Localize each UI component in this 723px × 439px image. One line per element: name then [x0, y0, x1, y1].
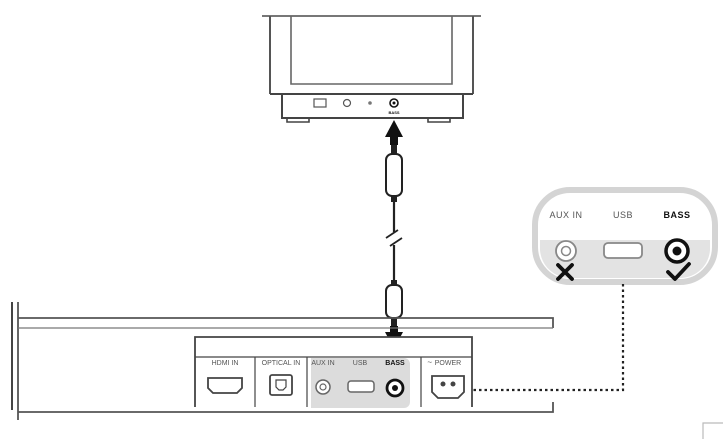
callout-label-bass: BASS [663, 210, 690, 220]
subwoofer: BASS [262, 15, 481, 123]
sub-port-1 [313, 98, 327, 108]
port-label-hdmi: HDMI IN [212, 360, 239, 367]
port-label-bass: BASS [385, 360, 405, 367]
cable-break-icon [385, 229, 403, 247]
callout-label-aux: AUX IN [549, 210, 582, 220]
frame-corner [702, 422, 723, 439]
soundbar: HDMI IN OPTICAL IN AUX IN USB BASS ~ POW… [11, 302, 554, 420]
hdmi-port [207, 377, 243, 394]
port-callout: AUX IN USB BASS [532, 187, 718, 285]
callout-aux-port [555, 240, 577, 262]
port-label-optical: OPTICAL IN [262, 360, 301, 367]
power-port [431, 375, 465, 399]
port-label-aux: AUX IN [311, 360, 334, 367]
callout-label-usb: USB [613, 210, 633, 220]
optical-port [269, 374, 293, 396]
check-icon [666, 262, 691, 281]
bass-cable [385, 120, 403, 349]
arrow-up-icon [385, 120, 403, 145]
cross-icon [556, 263, 574, 281]
power-symbol: ~ [427, 358, 432, 367]
callout-connector [410, 284, 625, 392]
port-label-power: POWER [435, 360, 461, 367]
aux-port [315, 379, 331, 395]
sub-bass-port [389, 98, 399, 108]
sub-port-3 [368, 101, 372, 105]
sub-port-2 [342, 98, 352, 108]
sub-port-label-bass: BASS [388, 110, 399, 115]
usb-port [347, 380, 375, 393]
port-label-usb: USB [353, 360, 368, 367]
callout-usb-port [603, 242, 643, 259]
